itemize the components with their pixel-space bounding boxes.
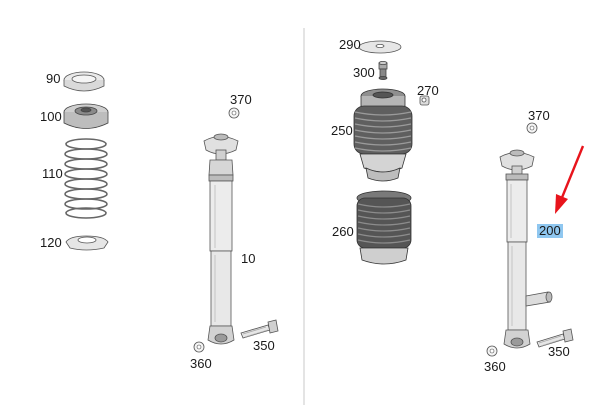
nut-part-360-right[interactable] [486, 345, 498, 357]
air-spring-part-250[interactable] [353, 88, 413, 182]
cap-part-90[interactable] [63, 71, 105, 92]
callout-300[interactable]: 300 [353, 65, 375, 80]
shock-absorber-part-200[interactable] [499, 149, 553, 349]
callout-200-highlighted[interactable]: 200 [537, 223, 563, 238]
callout-370-left[interactable]: 370 [230, 92, 252, 107]
valve-part-300[interactable] [378, 61, 388, 81]
washer-part-290[interactable] [358, 40, 402, 54]
callout-260[interactable]: 260 [332, 224, 354, 239]
callout-100[interactable]: 100 [40, 109, 62, 124]
air-bellows-part-260[interactable] [356, 190, 412, 265]
shock-absorber-part-10[interactable] [203, 133, 239, 345]
callout-120[interactable]: 120 [40, 235, 62, 250]
callout-10[interactable]: 10 [241, 251, 256, 266]
spring-seat-part-100[interactable] [63, 103, 109, 129]
nut-part-370-left[interactable] [228, 107, 240, 119]
bolt-part-350-right[interactable] [536, 328, 574, 348]
callout-370-right[interactable]: 370 [528, 108, 550, 123]
nut-part-370-right[interactable] [526, 122, 538, 134]
nut-part-360-left[interactable] [193, 341, 205, 353]
callout-350-right[interactable]: 350 [548, 344, 570, 359]
spring-pad-part-120[interactable] [65, 235, 109, 251]
callout-270[interactable]: 270 [417, 83, 439, 98]
callout-360-left[interactable]: 360 [190, 356, 212, 371]
callout-290[interactable]: 290 [339, 37, 361, 52]
nut-part-270[interactable] [419, 95, 430, 106]
bolt-part-350-left[interactable] [240, 319, 279, 339]
highlight-arrow [555, 145, 585, 214]
callout-110[interactable]: 110 [42, 166, 63, 181]
callout-350-left[interactable]: 350 [253, 338, 275, 353]
callout-360-right[interactable]: 360 [484, 359, 506, 374]
coil-spring-part-110[interactable] [64, 138, 108, 219]
callout-90[interactable]: 90 [46, 71, 61, 86]
callout-250[interactable]: 250 [331, 123, 353, 138]
